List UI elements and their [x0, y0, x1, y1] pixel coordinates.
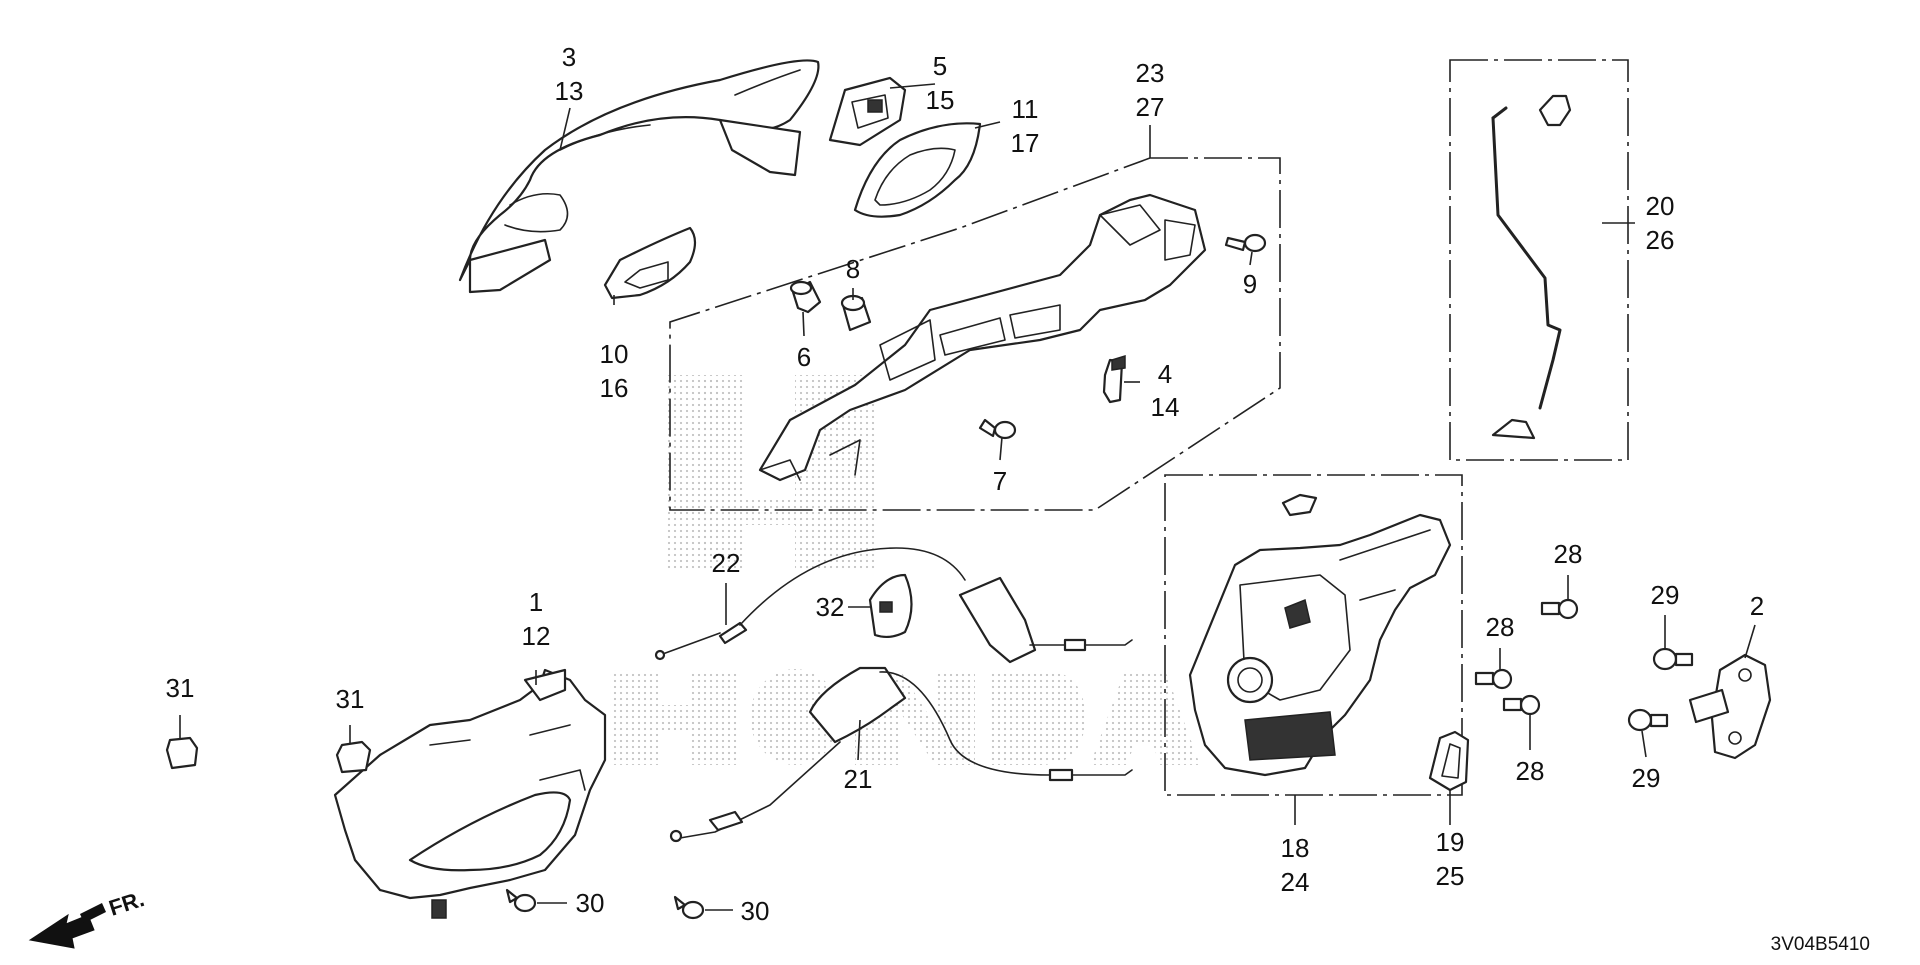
outer-handle-part	[458, 59, 820, 294]
handle-gasket-part	[853, 122, 982, 218]
callout-28a: 28	[1554, 539, 1583, 569]
callout-30a: 30	[576, 888, 605, 918]
clip-4-part	[1102, 354, 1126, 404]
callout-7: 7	[993, 466, 1007, 496]
screw-29a-part	[1652, 647, 1694, 671]
callout-16: 16	[600, 373, 629, 403]
group-frame-20-26	[1449, 59, 1629, 461]
callout-25: 25	[1436, 861, 1465, 891]
cable-clip-32-part	[868, 573, 913, 639]
callout-11: 11	[1012, 94, 1039, 124]
callout-28b: 28	[1486, 612, 1515, 642]
grommet-6-part	[789, 280, 822, 314]
callout-23: 23	[1136, 58, 1165, 88]
callout-5: 5	[933, 51, 947, 81]
bolt-28b-part	[1474, 668, 1513, 690]
callout-20: 20	[1646, 191, 1675, 221]
clip-31b-part	[335, 740, 372, 774]
callout-17: 17	[1011, 128, 1040, 158]
bolt-28a-part	[1540, 598, 1579, 620]
screw-7-part	[978, 418, 1017, 440]
callout-31b: 31	[336, 684, 365, 714]
callout-6: 6	[797, 342, 811, 372]
callout-24: 24	[1281, 867, 1310, 897]
callout-30b: 30	[741, 896, 770, 926]
callout-2: 2	[1750, 591, 1764, 621]
handle-cap-part	[828, 76, 907, 147]
honda-watermark	[610, 375, 1200, 765]
callout-3: 3	[562, 42, 576, 72]
door-striker-part	[1688, 653, 1772, 760]
callout-27: 27	[1136, 92, 1165, 122]
callout-12: 12	[522, 621, 551, 651]
callout-26: 26	[1646, 225, 1675, 255]
callout-13: 13	[555, 76, 584, 106]
latch-cover-part	[1428, 730, 1470, 792]
front-direction-label: FR.	[106, 886, 147, 921]
callout-4: 4	[1158, 359, 1172, 389]
callout-29b: 29	[1632, 763, 1661, 793]
callout-15: 15	[926, 85, 955, 115]
cable-21-part	[669, 666, 1133, 843]
screw-30b-part	[673, 895, 705, 920]
door-latch-part	[1188, 493, 1452, 777]
callout-32: 32	[816, 592, 845, 622]
callout-22: 22	[712, 548, 741, 578]
screw-29b-part	[1627, 708, 1669, 732]
clip-31a-part	[165, 736, 199, 770]
callout-18: 18	[1281, 833, 1310, 863]
callout-31a: 31	[166, 673, 195, 703]
inner-handle-part	[333, 668, 607, 919]
front-direction-arrow-icon: FR.	[28, 886, 147, 949]
lock-rod-part	[1491, 94, 1572, 440]
group-frame-18-24	[1164, 474, 1463, 796]
callout-19: 19	[1436, 827, 1465, 857]
callout-9: 9	[1243, 269, 1257, 299]
leader-lines	[179, 83, 1756, 911]
callout-21: 21	[844, 764, 873, 794]
callout-29a: 29	[1651, 580, 1680, 610]
diagram-code: 3V04B5410	[1771, 934, 1870, 955]
callout-labels: 3 13 5 15 11 17 23 27 9 8 6 4 14 10 16 7…	[166, 42, 1765, 926]
handle-pad-part	[603, 226, 697, 300]
handle-base-frame-part	[758, 193, 1207, 482]
callout-14: 14	[1151, 392, 1180, 422]
callout-1: 1	[529, 587, 543, 617]
callout-28c: 28	[1516, 756, 1545, 786]
callout-8: 8	[846, 254, 860, 284]
cable-22-part	[654, 547, 1133, 664]
screw-9-part	[1224, 233, 1267, 253]
callout-10: 10	[600, 339, 629, 369]
grommet-8-part	[840, 294, 872, 332]
screw-30a-part	[505, 888, 537, 913]
group-frame-23-27	[669, 157, 1281, 511]
bolt-28c-part	[1502, 694, 1541, 716]
